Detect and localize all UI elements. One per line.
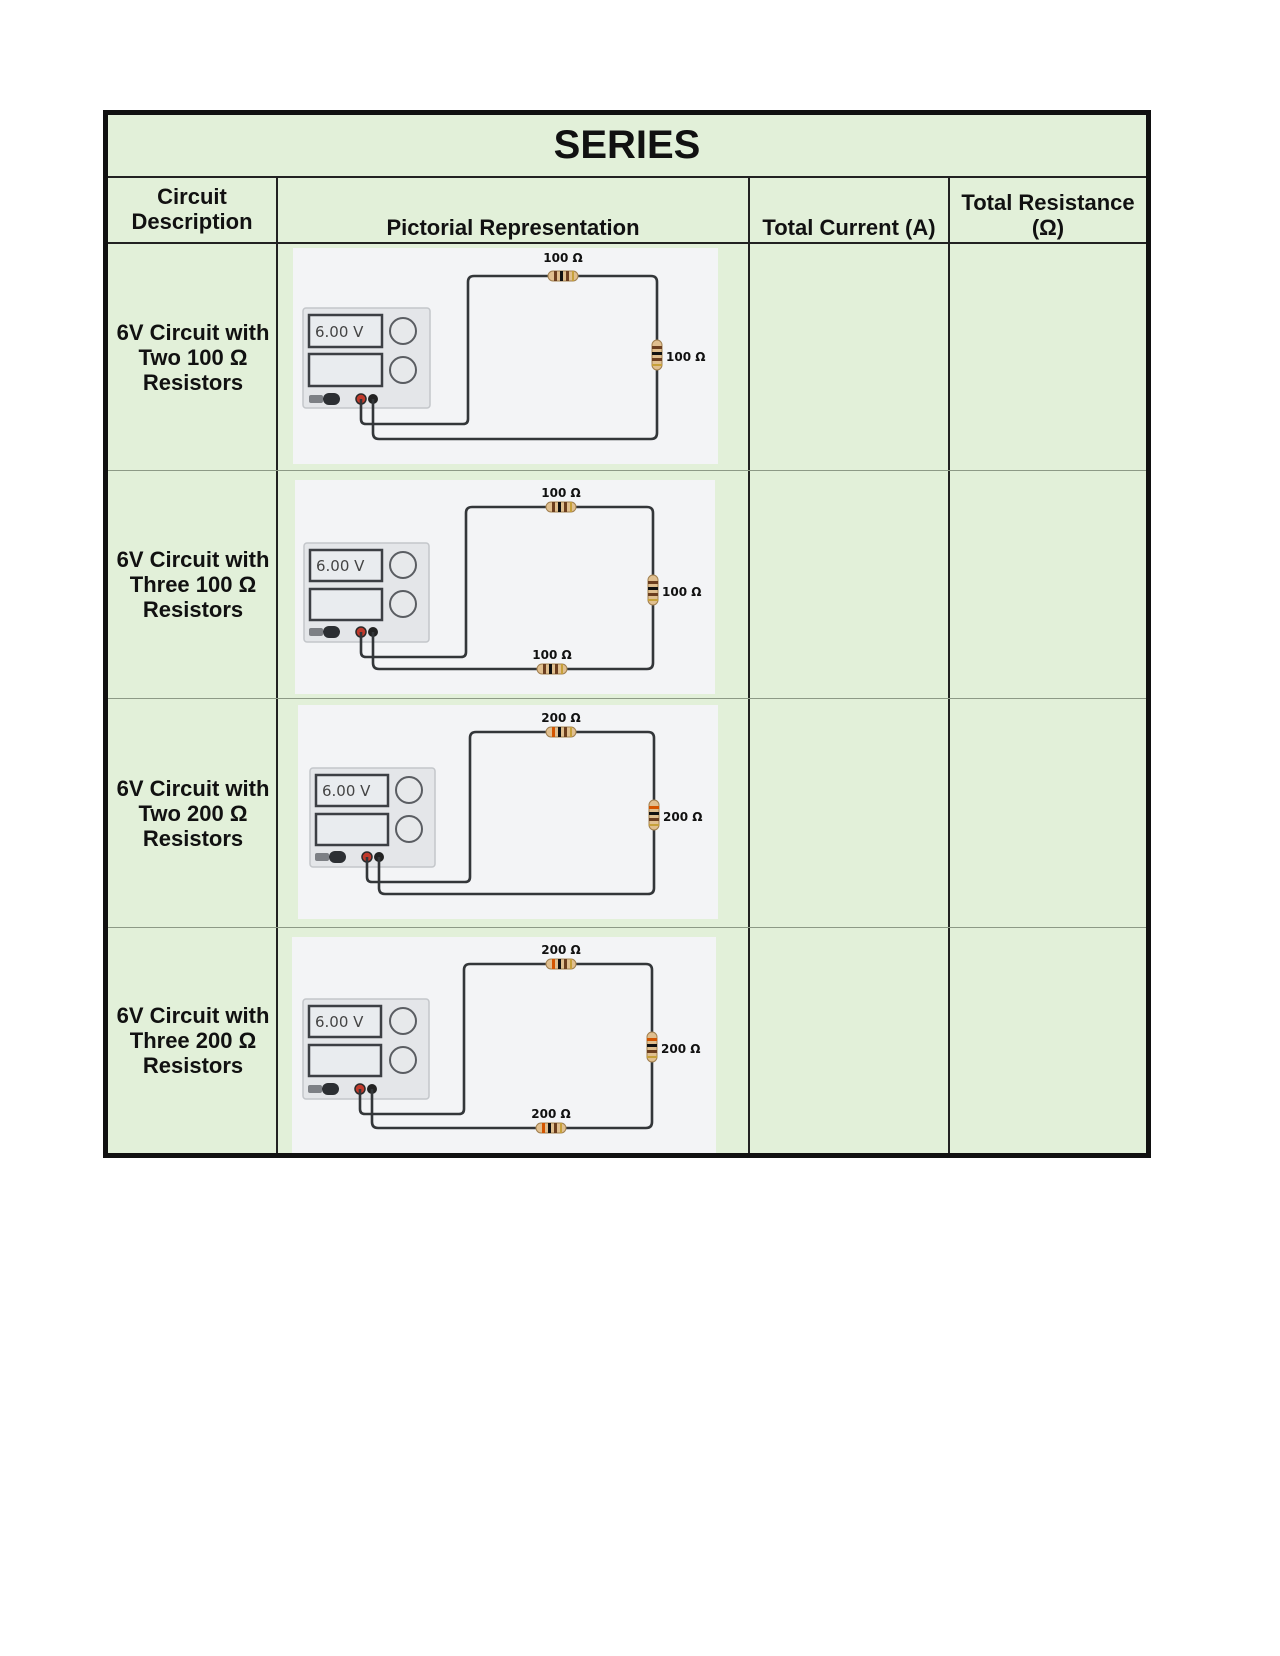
current-display: [308, 587, 384, 622]
voltage-display: [308, 548, 384, 583]
resistor-bottom: [535, 1122, 567, 1134]
row-1-description: 6V Circuit with Two 100 Ω Resistors: [116, 319, 270, 395]
voltage-readout: 6.00 V: [322, 782, 371, 800]
voltage-readout: 6.00 V: [316, 557, 365, 575]
row-4-description: 6V Circuit with Three 200 Ω Resistors: [116, 1003, 270, 1078]
row-3-total-current-cell[interactable]: [750, 699, 948, 927]
column-divider: [276, 178, 278, 1153]
voltage-readout: 6.00 V: [315, 323, 364, 341]
resistor-right: [651, 339, 663, 371]
header-circuit-description: Circuit Description: [108, 178, 276, 244]
series-table: SERIES Circuit Description Pictorial Rep…: [103, 110, 1151, 1158]
column-divider: [948, 178, 950, 1153]
resistor-top: [545, 501, 577, 513]
voltage-knob: [395, 776, 423, 804]
current-knob: [395, 815, 423, 843]
row-1-total-resistance-cell[interactable]: [950, 244, 1146, 470]
voltage-display: [307, 313, 384, 349]
resistor-right-label: 100 Ω: [666, 350, 705, 364]
resistor-top-label: 200 Ω: [541, 943, 580, 957]
resistor-top-label: 100 Ω: [541, 486, 580, 500]
resistor-right-label: 200 Ω: [661, 1042, 700, 1056]
header-total-resistance: Total Resistance (Ω): [950, 178, 1146, 244]
voltage-knob: [389, 317, 417, 345]
row-2-description: 6V Circuit with Three 100 Ω Resistors: [116, 547, 270, 622]
resistor-top: [547, 270, 579, 282]
resistor-right-label: 100 Ω: [662, 585, 701, 599]
power-switch-label: [309, 628, 323, 636]
row-4-circuit-picture: 6.00 V 200 Ω 2: [292, 937, 716, 1153]
header-pictorial-representation: Pictorial Representation: [278, 178, 748, 244]
row-divider: [108, 698, 1146, 699]
header-total-current: Total Current (A): [750, 178, 948, 244]
row-4-total-current-cell[interactable]: [750, 928, 948, 1153]
power-switch-label: [309, 395, 323, 403]
current-display: [307, 1043, 383, 1078]
resistor-right: [646, 1031, 658, 1063]
current-display: [307, 352, 384, 388]
row-2-total-current-cell[interactable]: [750, 471, 948, 698]
voltage-knob: [389, 1007, 417, 1035]
resistor-right: [647, 574, 659, 606]
voltage-knob: [389, 551, 417, 579]
current-display: [314, 812, 390, 847]
row-1-total-current-cell[interactable]: [750, 244, 948, 470]
voltage-display: [314, 773, 390, 808]
current-knob: [389, 356, 417, 384]
row-2-total-resistance-cell[interactable]: [950, 471, 1146, 698]
power-switch: [322, 1083, 339, 1095]
resistor-top: [545, 958, 577, 970]
row-3-total-resistance-cell[interactable]: [950, 699, 1146, 927]
row-divider: [108, 470, 1146, 471]
table-title: SERIES: [108, 115, 1146, 178]
column-divider: [748, 178, 750, 1153]
row-2-circuit-picture: 6.00 V 100 Ω 1: [295, 480, 715, 694]
row-divider: [108, 927, 1146, 928]
row-3-circuit-picture: 6.00 V 200 Ω 2: [298, 705, 718, 919]
resistor-right: [648, 799, 660, 831]
power-switch: [323, 393, 340, 405]
row-3-description: 6V Circuit with Two 200 Ω Resistors: [116, 775, 270, 851]
power-switch-label: [315, 853, 329, 861]
resistor-bottom-label: 100 Ω: [532, 648, 571, 662]
resistor-bottom-label: 200 Ω: [531, 1107, 570, 1121]
power-switch: [329, 851, 346, 863]
resistor-top-label: 100 Ω: [543, 251, 582, 265]
power-switch: [323, 626, 340, 638]
voltage-readout: 6.00 V: [315, 1013, 364, 1031]
resistor-top-label: 200 Ω: [541, 711, 580, 725]
resistor-right-label: 200 Ω: [663, 810, 702, 824]
voltage-display: [307, 1004, 383, 1039]
row-1-circuit-picture: 6.00 V 100 Ω 1: [293, 248, 718, 464]
power-switch-label: [308, 1085, 322, 1093]
resistor-bottom: [536, 663, 568, 675]
current-knob: [389, 1046, 417, 1074]
row-4-total-resistance-cell[interactable]: [950, 928, 1146, 1153]
resistor-top: [545, 726, 577, 738]
current-knob: [389, 590, 417, 618]
